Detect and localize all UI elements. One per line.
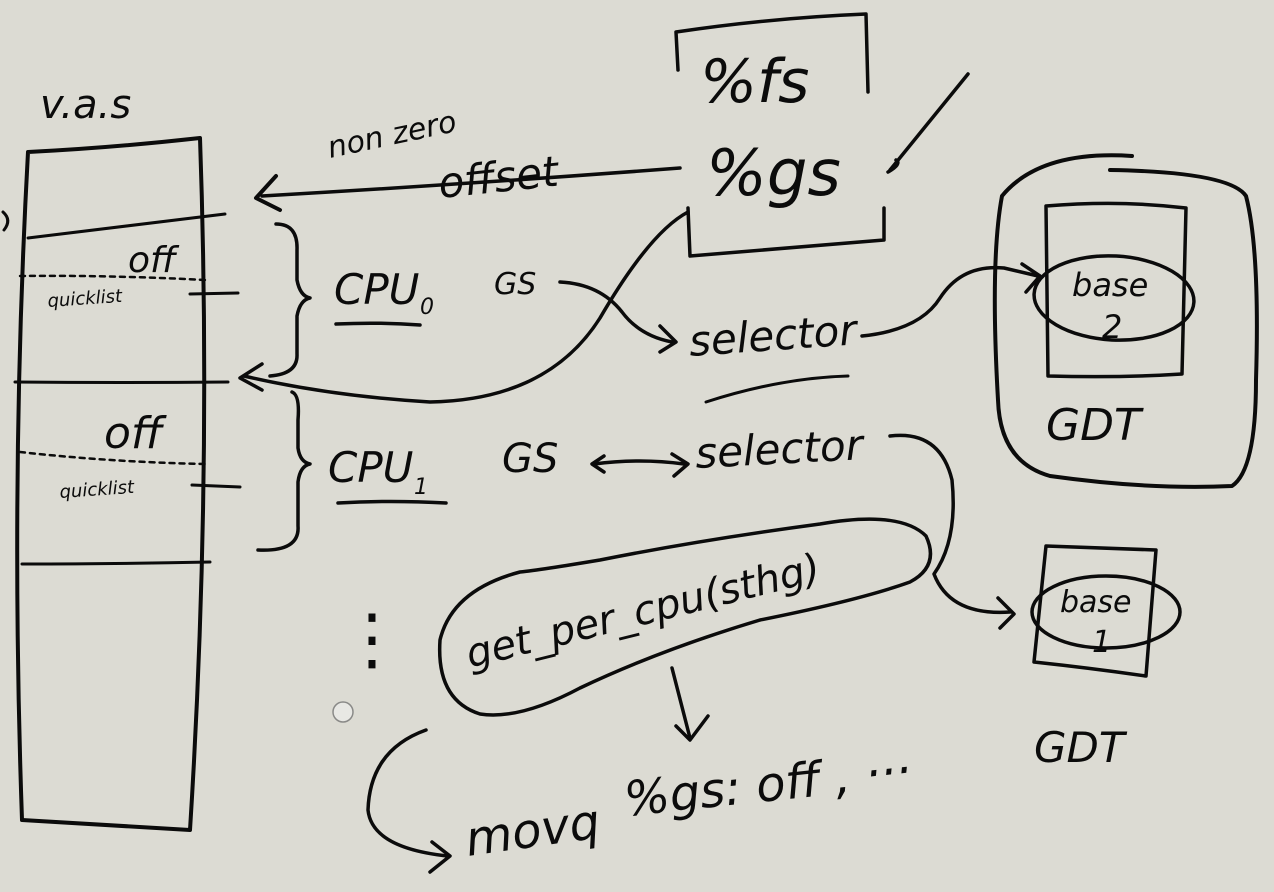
vas-dashed-line	[18, 274, 207, 282]
quicklist-label-1: quicklist	[59, 477, 136, 503]
pointer-arrowhead	[886, 158, 900, 174]
brace-cpu0	[268, 222, 312, 378]
gs-selector-double-arrow	[592, 459, 686, 466]
base1-ring	[1030, 574, 1182, 650]
gs-label-cpu1: GS	[502, 436, 558, 482]
gdt-top-label: GDT	[1046, 400, 1144, 451]
gs-register: %gs	[706, 137, 841, 211]
off-label-0: off	[128, 240, 180, 281]
selector-group: selector selector	[238, 210, 1042, 630]
base2-word: base	[1072, 266, 1148, 304]
vas-separator	[26, 212, 227, 240]
cursor-ring	[332, 701, 354, 723]
nonzero-label: non zero	[324, 104, 459, 165]
gdt-top-table	[1044, 201, 1188, 379]
vertical-dots: ⋮	[338, 600, 406, 679]
selector1-to-base1-arrow	[888, 433, 1012, 615]
movq-instruction: movq	[462, 794, 603, 868]
base1-number: 1	[1092, 625, 1111, 660]
movq-operand: %gs: off , ···	[621, 742, 913, 828]
selector0-to-base2-arrowhead	[1020, 262, 1042, 294]
gs-to-cpu1-arrow	[242, 210, 690, 404]
pointer-arrow	[888, 72, 970, 172]
cpu1-label: CPU	[328, 443, 413, 492]
per-cpu-access: get_per_cpu(sthg) movq %gs: off , ···	[366, 517, 933, 874]
vas-separator	[13, 380, 230, 384]
selector-label-1: selector	[694, 420, 867, 478]
gs-selector-arrowhead-left	[590, 454, 606, 474]
vas-title: v.a.s	[40, 82, 131, 128]
gdt-bottom-label: GDT	[1034, 723, 1128, 772]
selector1-to-base1-arrowhead	[996, 596, 1016, 630]
get-per-cpu-call: get_per_cpu(sthg)	[461, 545, 825, 678]
segment-box-outline	[674, 12, 886, 258]
base1-word: base	[1060, 585, 1132, 620]
gdt-top: base 2 GDT	[992, 153, 1259, 489]
cpu1-subscript: 1	[414, 475, 428, 500]
vas-column: v.a.s off quicklist off quicklist	[13, 82, 242, 832]
vas-tick-mark	[188, 291, 240, 296]
fs-register: %fs	[700, 47, 809, 117]
get-per-cpu-loop	[437, 517, 933, 717]
down-arrowhead	[674, 714, 710, 742]
cpu-group: CPU 0 CPU 1 GS GS ⋮	[256, 222, 558, 679]
cpu0-subscript: 0	[420, 295, 434, 320]
cpu0-underline	[334, 321, 422, 327]
gs-to-selector-arrow	[558, 280, 674, 344]
cpu0-label: CPU	[334, 265, 419, 314]
off-label-1: off	[104, 408, 167, 459]
offset-arrowhead	[254, 174, 282, 212]
vas-tick-mark	[190, 483, 242, 489]
selector-label-0: selector	[687, 305, 860, 366]
quicklist-label-0: quicklist	[47, 286, 124, 312]
selector-divider	[704, 374, 850, 404]
gdt-bottom: base 1 GDT	[1030, 544, 1182, 772]
down-arrow	[670, 666, 692, 740]
vas-dashed-line	[18, 450, 207, 466]
gs-to-selector-arrowhead	[658, 324, 678, 354]
vas-column-outline	[15, 136, 207, 832]
movq-hook-arrowhead	[428, 840, 452, 874]
gs-to-cpu1-arrowhead	[238, 362, 264, 392]
vas-separator	[20, 560, 212, 566]
offset-arrow	[260, 166, 682, 198]
cpu1-underline	[336, 499, 448, 505]
gs-label-cpu0: GS	[494, 267, 536, 302]
movq-hook-arrow	[366, 728, 450, 858]
gdt-top-outline	[992, 153, 1259, 489]
base2-ring	[1032, 254, 1196, 342]
base2-number: 2	[1102, 308, 1122, 346]
gs-selector-arrowhead-right	[670, 452, 690, 478]
nonzero-offset-annotation: non zero offset	[254, 104, 682, 212]
segment-register-box: %fs %gs	[674, 12, 970, 258]
gdt-bottom-table	[1032, 544, 1158, 678]
brace-cpu1	[256, 390, 312, 552]
edge-mark	[1, 210, 10, 232]
selector0-to-base2-arrow	[860, 265, 1040, 338]
